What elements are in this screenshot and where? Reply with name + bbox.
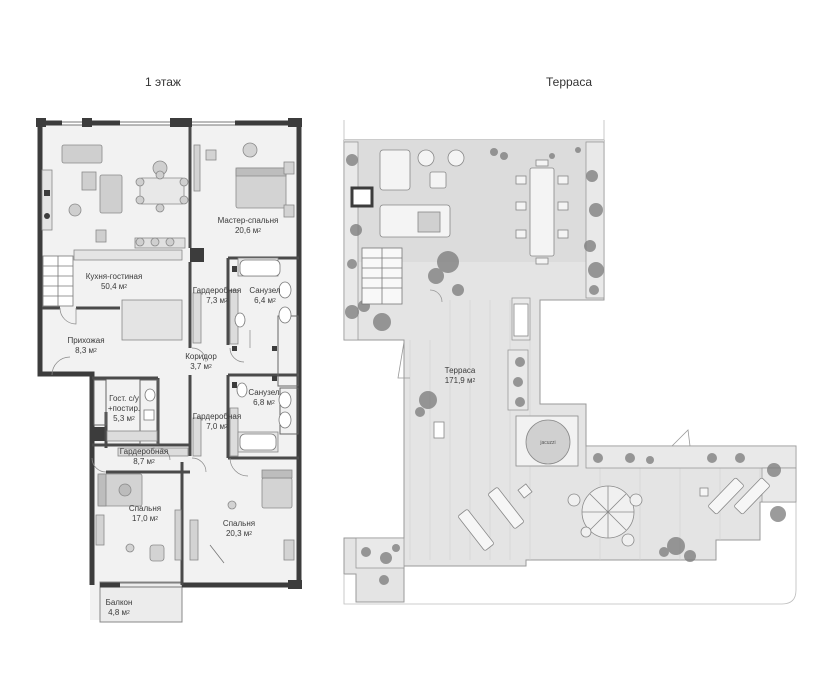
- room-balcony: Балкон 4,8 м2: [106, 598, 133, 618]
- terrace-title: Терраса: [546, 75, 593, 89]
- room-bathroom-2-name: Санузел: [248, 388, 280, 397]
- room-wardrobe-1: Гардеробная 7,3 м2: [193, 286, 241, 306]
- terrace-stairs: [361, 247, 403, 305]
- fireplace-icon: [350, 186, 374, 208]
- sq-mark: 2: [94, 348, 97, 354]
- hot-tub: jacuzzi: [515, 415, 579, 467]
- room-bedroom-2-area: 20,3 м: [225, 529, 250, 538]
- sq-mark: 2: [152, 459, 155, 465]
- room-bedroom-2-name: Спальня: [222, 519, 256, 528]
- room-master-bedroom-area: 20,6 м: [234, 226, 259, 235]
- sq-mark: 2: [132, 416, 135, 422]
- terrace-plan: jacuzzi: [343, 120, 797, 605]
- sq-mark: 2: [273, 298, 276, 304]
- room-hall: Прихожая 8,3 м2: [67, 336, 104, 356]
- sq-mark: 2: [127, 610, 130, 616]
- sq-mark: 2: [124, 284, 128, 290]
- room-wardrobe-1-area: 7,3 м: [206, 296, 226, 305]
- room-wardrobe-2-area: 7,0 м: [206, 422, 226, 431]
- room-guest-wc-name: Гост. с/у: [109, 394, 139, 403]
- room-guest-wc-area: 5,3 м: [113, 414, 133, 423]
- room-kitchen-living-name: Кухня-гостиная: [85, 272, 143, 281]
- room-terrace: Терраса 171,9 м2: [445, 366, 476, 386]
- room-wardrobe-2-name: Гардеробная: [192, 412, 242, 421]
- room-wardrobe-3: Гардеробная 8,7 м2: [120, 447, 168, 467]
- room-wardrobe-1-name: Гардеробная: [192, 286, 242, 295]
- room-hall-name: Прихожая: [67, 336, 105, 345]
- terrace-plants: [345, 147, 786, 585]
- room-bathroom-1: Санузел 6,4 м2: [249, 286, 280, 306]
- room-balcony-area: 4,8 м: [108, 608, 128, 617]
- room-guest-wc-name2: +постир.: [107, 404, 141, 413]
- room-bedroom-1-area: 17,0 м: [131, 514, 156, 523]
- sq-mark: 2: [225, 298, 228, 304]
- room-kitchen-living-area: 50,4 м: [100, 282, 125, 291]
- room-bathroom-1-name: Санузел: [249, 286, 281, 295]
- room-bathroom-2: Санузел 6,8 м2: [248, 388, 279, 408]
- room-wardrobe-2: Гардеробная 7,0 м2: [193, 412, 241, 432]
- room-wardrobe-3-area: 8,7 м: [133, 457, 153, 466]
- room-terrace-area: 171,9 м: [444, 376, 473, 385]
- floor1-title: 1 этаж: [145, 75, 181, 89]
- floor1-plan: [36, 118, 302, 623]
- room-bedroom-1: Спальня 17,0 м2: [129, 504, 161, 524]
- room-balcony-name: Балкон: [105, 598, 133, 607]
- room-corridor: Коридор 3,7 м2: [185, 352, 217, 372]
- room-wardrobe-3-name: Гардеробная: [119, 447, 169, 456]
- room-hall-area: 8,3 м: [75, 346, 95, 355]
- room-bedroom-2: Спальня 20,3 м2: [223, 519, 255, 539]
- sq-mark: 2: [209, 364, 212, 370]
- floor1-stairs: [42, 255, 74, 307]
- sq-mark: 2: [249, 531, 253, 537]
- hot-tub-label: jacuzzi: [539, 440, 555, 446]
- balcony-floor: [99, 581, 183, 623]
- room-master-bedroom-name: Мастер-спальня: [217, 216, 279, 225]
- sq-mark: 2: [155, 516, 159, 522]
- room-kitchen-living: Кухня-гостиная 50,4 м2: [86, 272, 143, 292]
- room-corridor-name: Коридор: [185, 352, 217, 361]
- room-terrace-name: Терраса: [444, 366, 476, 375]
- room-master-bedroom: Мастер-спальня 20,6 м2: [218, 216, 279, 236]
- sq-mark: 2: [472, 378, 476, 384]
- room-bedroom-1-name: Спальня: [128, 504, 162, 513]
- sq-mark: 2: [258, 228, 262, 234]
- room-bathroom-2-area: 6,8 м: [253, 398, 273, 407]
- room-bathroom-1-area: 6,4 м: [254, 296, 274, 305]
- room-corridor-area: 3,7 м: [190, 362, 210, 371]
- sq-mark: 2: [225, 424, 228, 430]
- sq-mark: 2: [272, 400, 275, 406]
- room-guest-wc: Гост. с/у +постир. 5,3 м2: [108, 394, 140, 424]
